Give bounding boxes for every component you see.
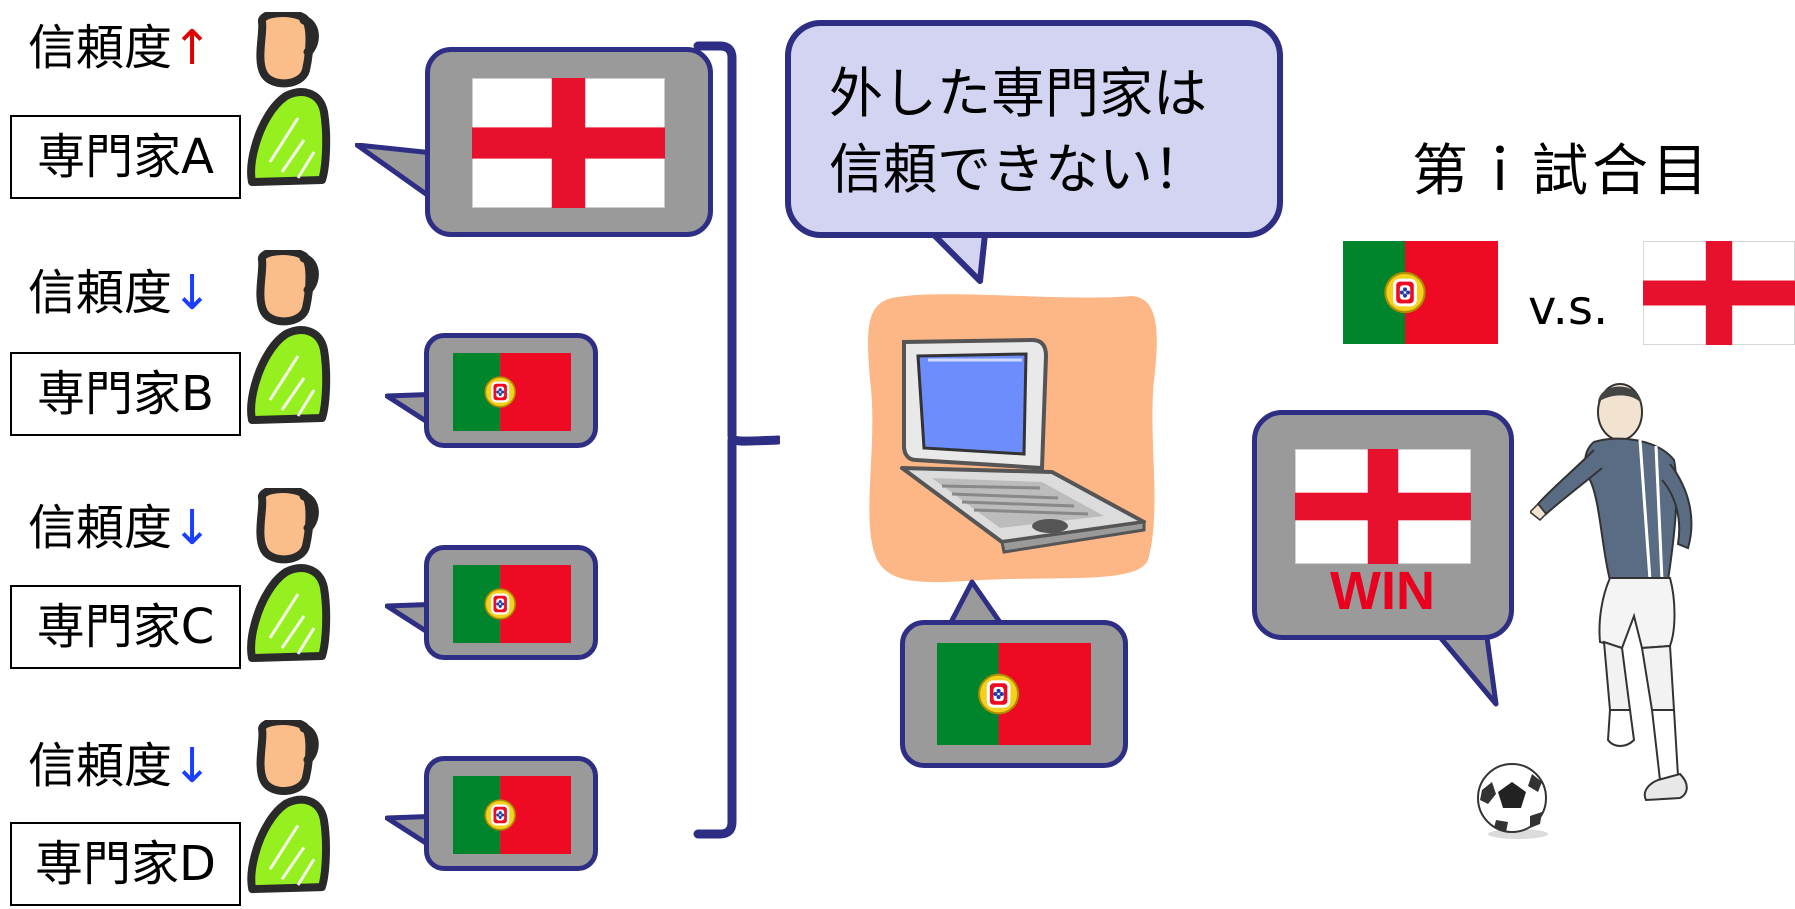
prediction-bubble-b <box>424 333 598 448</box>
laptop-icon <box>868 294 1157 583</box>
prediction-bubble-d <box>424 756 598 871</box>
win-label: WIN <box>1330 561 1435 621</box>
portugal-flag-icon <box>453 565 571 643</box>
england-flag-icon <box>1643 241 1795 345</box>
trust-up-arrow: ↑ <box>172 20 213 76</box>
england-flag-icon <box>472 78 665 208</box>
speech-line-2: 信頼できない！ <box>829 138 1207 201</box>
trust-down-arrow: ↓ <box>172 738 213 794</box>
computer-speech-bubble: 外した専門家は 信頼できない！ <box>785 20 1283 238</box>
expert-d-label: 専門家D <box>10 822 241 906</box>
portugal-flag-icon <box>1343 241 1498 344</box>
soccer-ball-icon <box>1477 763 1548 839</box>
trust-text: 信頼度 <box>28 738 173 794</box>
trust-text: 信頼度 <box>28 20 173 76</box>
trust-text: 信頼度 <box>28 500 173 556</box>
expert-a-label: 専門家A <box>10 115 241 199</box>
prediction-bubble-a <box>425 47 713 237</box>
trust-label-c: 信頼度↓ <box>28 500 212 556</box>
person-icon <box>242 720 342 909</box>
expert-c-label: 専門家C <box>10 585 241 669</box>
person-icon <box>242 12 342 202</box>
computer-prediction-bubble <box>900 620 1128 768</box>
trust-down-arrow: ↓ <box>172 500 213 556</box>
result-bubble <box>1252 410 1514 640</box>
portugal-flag-icon <box>937 643 1091 745</box>
vs-label: v.s. <box>1528 280 1609 336</box>
trust-down-arrow: ↓ <box>172 265 213 321</box>
win-bubble-tail <box>1431 628 1499 707</box>
expert-b-label: 専門家B <box>10 352 241 436</box>
soccer-player-icon <box>1530 383 1693 802</box>
trust-text: 信頼度 <box>28 265 173 321</box>
bubble-tail-a <box>355 143 435 202</box>
aggregation-bracket <box>693 41 780 839</box>
portugal-flag-icon <box>453 776 571 854</box>
trust-label-a: 信頼度↑ <box>28 20 212 76</box>
trust-label-d: 信頼度↓ <box>28 738 212 794</box>
trust-label-b: 信頼度↓ <box>28 265 212 321</box>
person-icon <box>242 488 342 678</box>
portugal-flag-icon <box>453 353 571 431</box>
prediction-bubble-c <box>424 545 598 660</box>
person-icon <box>242 250 342 440</box>
england-flag-icon <box>1295 449 1471 564</box>
match-title: 第ｉ試合目 <box>1412 139 1712 204</box>
speech-line-1: 外した専門家は <box>829 62 1207 125</box>
